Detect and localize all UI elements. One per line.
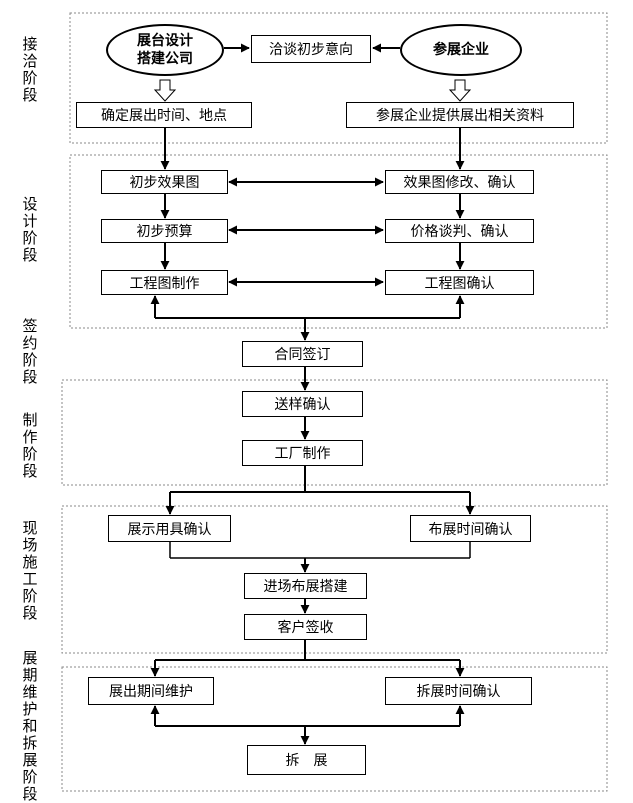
stage-label-sign: 签约阶段 <box>22 317 38 386</box>
node-maintenance: 展出期间维护 <box>88 677 214 705</box>
node-builder-company-text: 展台设计 搭建公司 <box>137 33 193 67</box>
stage-label-design: 设计阶段 <box>22 195 38 264</box>
node-sample-confirm: 送样确认 <box>242 391 363 417</box>
node-render-revise: 效果图修改、确认 <box>385 170 534 194</box>
stage-label-contact: 接洽阶段 <box>22 35 38 104</box>
phase-frame-maintain <box>61 666 608 792</box>
node-contract: 合同签订 <box>242 341 363 367</box>
node-negotiate-intent: 洽谈初步意向 <box>251 35 371 63</box>
node-drawing-confirm: 工程图确认 <box>385 270 534 295</box>
phase-frame-build <box>61 505 608 654</box>
hollow-arrow-builder <box>153 79 177 102</box>
node-exhibitor: 参展企业 <box>400 24 522 76</box>
stage-label-build: 现场施工阶段 <box>22 519 38 622</box>
phase-frame-make <box>61 379 608 486</box>
node-exhibitor-materials: 参展企业提供展出相关资料 <box>346 102 574 128</box>
node-setup-time-confirm: 布展时间确认 <box>410 515 531 542</box>
node-builder-company: 展台设计 搭建公司 <box>106 24 224 76</box>
node-client-accept: 客户签收 <box>244 614 367 640</box>
node-price-negotiation: 价格谈判、确认 <box>385 219 534 243</box>
node-factory-make: 工厂制作 <box>242 440 363 466</box>
phase-frame-design <box>69 154 608 329</box>
hollow-arrow-exhibitor <box>448 79 472 102</box>
node-confirm-time-place: 确定展出时间、地点 <box>76 102 252 128</box>
stage-label-make: 制作阶段 <box>22 411 38 480</box>
stage-label-maintain: 展期维护和拆展阶段 <box>22 649 38 803</box>
phase-frame-contact <box>69 12 608 144</box>
node-props-confirm: 展示用具确认 <box>108 515 231 542</box>
node-drawing-make: 工程图制作 <box>101 270 228 295</box>
node-dismantle-time: 拆展时间确认 <box>385 677 532 705</box>
node-dismantle: 拆 展 <box>247 745 366 775</box>
node-initial-budget: 初步预算 <box>101 219 228 243</box>
node-onsite-build: 进场布展搭建 <box>244 573 367 599</box>
node-initial-render: 初步效果图 <box>101 170 228 194</box>
